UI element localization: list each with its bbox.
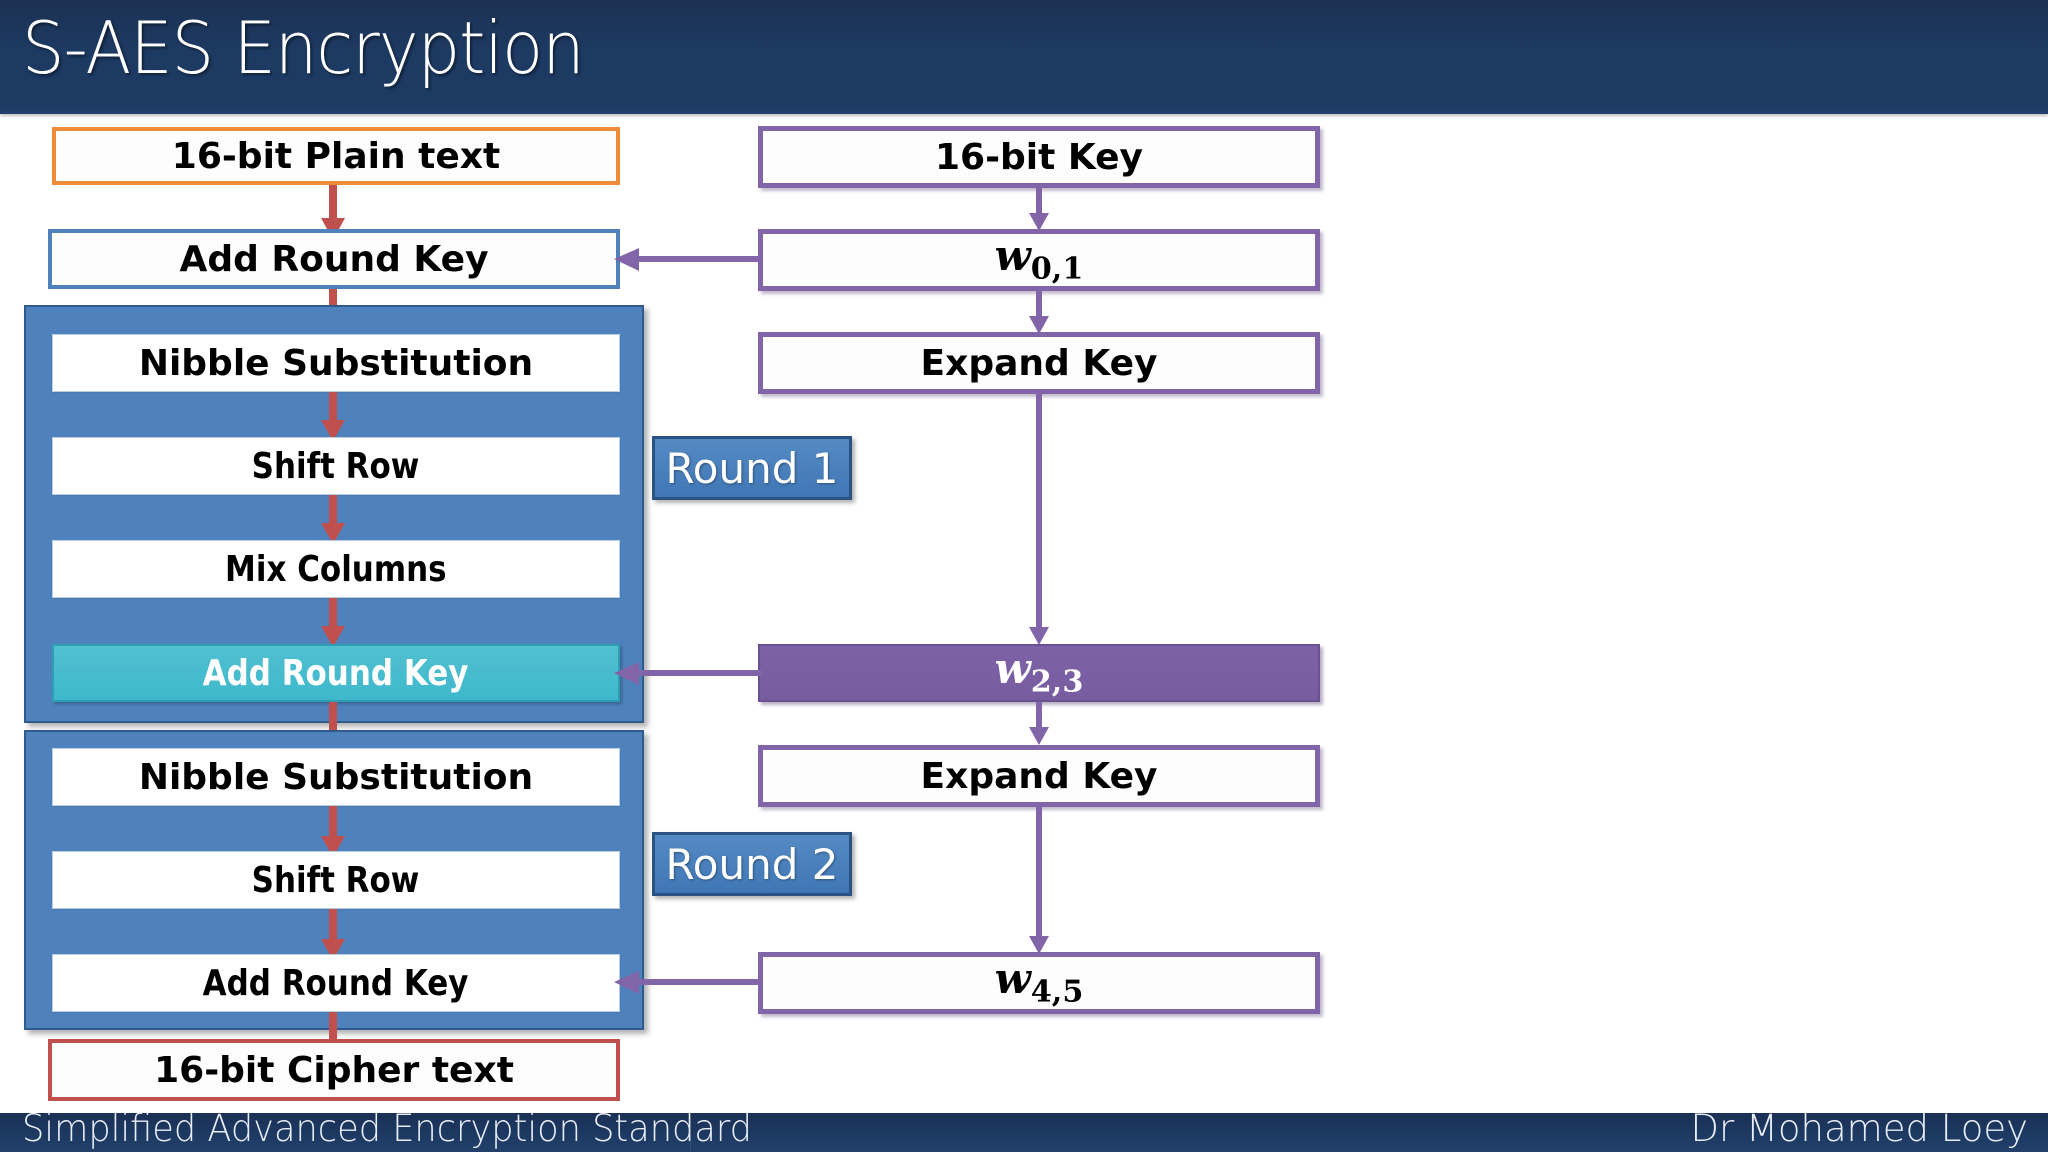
key-w45-label: w4,5: [994, 954, 1084, 1010]
slide-footer-bar: Simplified Advanced Encryption Standard …: [0, 1107, 2048, 1152]
key-w23-box[interactable]: w2,3: [758, 644, 1320, 702]
plain-text-label: 16-bit Plain text: [171, 135, 501, 177]
round-1-step-nibble-substitution[interactable]: Nibble Substitution: [52, 334, 620, 392]
step-label: Mix Columns: [225, 548, 447, 590]
down-arrow-icon: [1024, 807, 1054, 955]
page-title: S-AES Encryption: [22, 6, 585, 90]
expand-key-1-label: Expand Key: [920, 342, 1158, 384]
down-arrow-icon: [318, 598, 348, 648]
slide-title-bar: S-AES Encryption: [0, 0, 2048, 114]
expand-key-2-box[interactable]: Expand Key: [758, 745, 1320, 807]
round-1-step-shift-row[interactable]: Shift Row: [52, 437, 620, 495]
step-label: Shift Row: [252, 859, 420, 901]
expand-key-1-box[interactable]: Expand Key: [758, 332, 1320, 394]
left-arrow-icon: [612, 246, 762, 274]
footer-subtitle: Simplified Advanced Encryption Standard: [22, 1107, 753, 1150]
down-arrow-icon: [1024, 188, 1054, 232]
step-label: Shift Row: [252, 445, 420, 487]
round-1-step-add-round-key-highlighted[interactable]: Add Round Key: [52, 644, 620, 702]
round-2-step-nibble-substitution[interactable]: Nibble Substitution: [52, 748, 620, 806]
add-round-key-initial-box[interactable]: Add Round Key: [48, 229, 620, 289]
down-arrow-icon: [1024, 702, 1054, 746]
round-2-badge-label: Round 2: [665, 839, 839, 889]
round-1-badge: Round 1: [652, 436, 852, 500]
down-arrow-icon: [1024, 291, 1054, 335]
step-label: Nibble Substitution: [138, 756, 534, 798]
step-label: Nibble Substitution: [138, 342, 534, 384]
down-arrow-icon: [1024, 394, 1054, 646]
step-label: Add Round Key: [203, 962, 469, 1004]
footer-author: Dr Mohamed Loey: [1690, 1107, 2028, 1150]
key-w01-box[interactable]: w0,1: [758, 229, 1320, 291]
round-2-step-shift-row[interactable]: Shift Row: [52, 851, 620, 909]
round-1-step-mix-columns[interactable]: Mix Columns: [52, 540, 620, 598]
left-arrow-icon: [612, 660, 762, 688]
key-label: 16-bit Key: [934, 136, 1144, 178]
round-2-step-add-round-key[interactable]: Add Round Key: [52, 954, 620, 1012]
key-w01-label: w0,1: [994, 231, 1084, 287]
round-1-badge-label: Round 1: [665, 443, 839, 493]
left-arrow-icon: [612, 969, 762, 997]
down-arrow-icon: [318, 909, 348, 961]
down-arrow-icon: [318, 392, 348, 442]
key-w23-label: w2,3: [994, 644, 1084, 700]
footer-divider: [690, 1117, 691, 1151]
down-arrow-icon: [318, 495, 348, 545]
plain-text-box[interactable]: 16-bit Plain text: [52, 127, 620, 185]
expand-key-2-label: Expand Key: [920, 755, 1158, 797]
round-2-badge: Round 2: [652, 832, 852, 896]
key-box[interactable]: 16-bit Key: [758, 126, 1320, 188]
add-round-key-initial-label: Add Round Key: [179, 238, 489, 280]
step-label: Add Round Key: [203, 652, 469, 694]
cipher-text-box[interactable]: 16-bit Cipher text: [48, 1039, 620, 1101]
key-w45-box[interactable]: w4,5: [758, 952, 1320, 1014]
cipher-text-label: 16-bit Cipher text: [154, 1049, 514, 1091]
down-arrow-icon: [318, 806, 348, 858]
